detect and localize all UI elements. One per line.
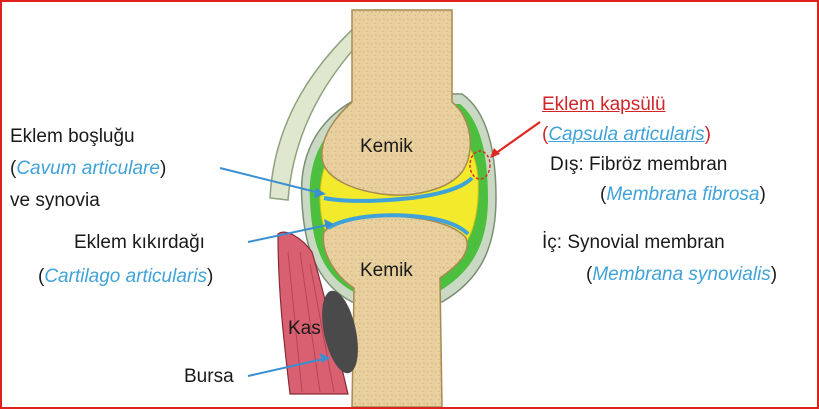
bursa-label: Bursa [184,366,234,389]
lower-bone-label: Kemik [360,260,413,282]
cavity-label-latin: (Cavum articulare) [10,158,166,181]
capsule-latin-line: (Capsula articularis) [542,124,711,147]
cavity-label-line1: Eklem boşluğu [10,126,135,149]
outer-membrane-latin-line: (Membrana fibrosa) [600,184,766,207]
cartilage-label-line1: Eklem kıkırdağı [74,232,205,255]
inner-membrane-latin-line: (Membrana synovialis) [586,264,777,287]
upper-bone-label: Kemik [360,136,413,158]
cartilage-label-latin: (Cartilago articularis) [38,266,213,289]
inner-membrane-label: İç: Synovial membran [542,232,725,255]
capsule-latin-text: Capsula articularis [548,124,704,145]
outer-membrane-latin-text: Membrana fibrosa [606,184,759,205]
cavity-latin-text: Cavum articulare [16,158,160,179]
capsule-arrow [492,122,540,156]
cavity-label-line3: ve synovia [10,190,100,213]
capsule-title: Eklem kapsülü [542,94,666,117]
inner-membrane-latin-text: Membrana synovialis [592,264,770,285]
outer-membrane-label: Dış: Fibröz membran [550,154,727,177]
muscle-label: Kas [288,318,321,340]
cartilage-latin-text: Cartilago articularis [44,266,207,287]
